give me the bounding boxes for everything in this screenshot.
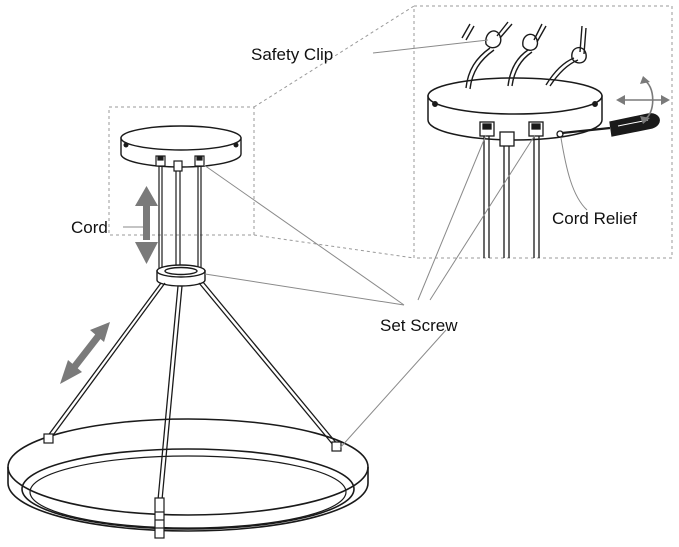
- safety-clip-cables: [461, 21, 587, 90]
- canopy-set-screws: [155, 155, 205, 172]
- double-arrow-icon: [135, 186, 158, 264]
- double-arrow-icon: [60, 322, 110, 384]
- ring-clamps: [43, 433, 342, 539]
- cord-label: Cord: [71, 218, 108, 237]
- leader-lines: [123, 39, 588, 449]
- detail-inset: [108, 5, 673, 259]
- inset-canopy: [427, 77, 603, 141]
- inset-set-screws: [479, 121, 544, 147]
- hub-ring: [156, 264, 206, 287]
- canopy: [120, 125, 242, 168]
- suspension-cords: [158, 166, 202, 268]
- set-screw-label: Set Screw: [380, 316, 458, 335]
- inset-cords: [483, 136, 540, 258]
- light-ring: [7, 418, 369, 532]
- rotate-arrows-icon: [616, 76, 670, 124]
- safety-clip-label: Safety Clip: [251, 45, 333, 64]
- support-rods: [46, 281, 339, 501]
- cord-relief-label: Cord Relief: [552, 209, 637, 228]
